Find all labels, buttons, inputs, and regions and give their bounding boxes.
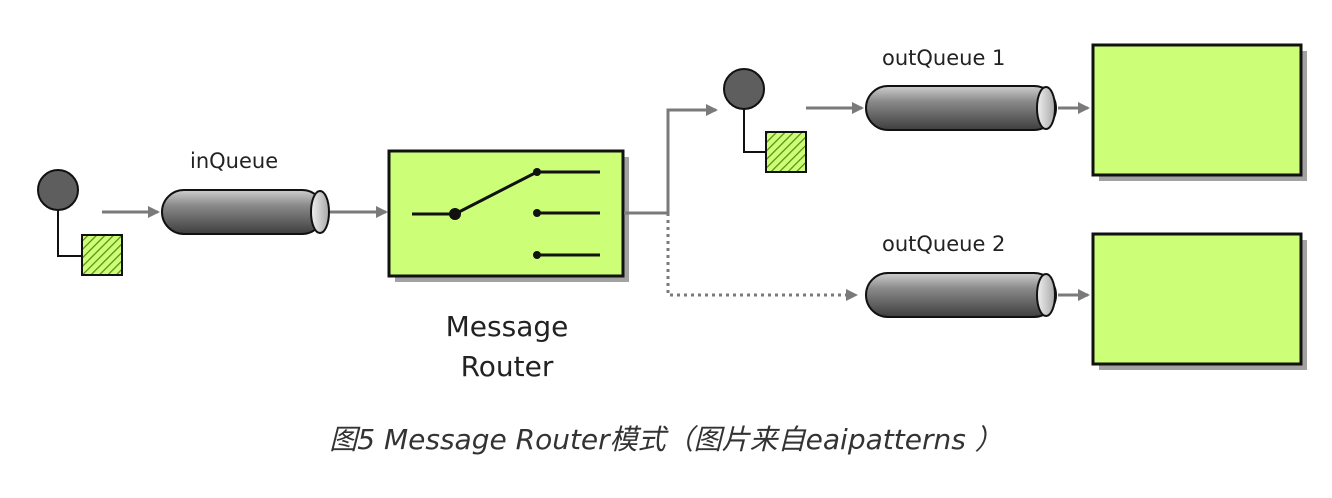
out-queue-1: outQueue 1: [865, 46, 1057, 131]
input-endpoint: [37, 169, 123, 276]
message-square-icon: [81, 234, 123, 276]
message-square-icon: [765, 131, 807, 173]
queue-end-cap: [310, 190, 330, 234]
in-queue: inQueue: [161, 149, 330, 235]
consumer-2: [1091, 232, 1307, 370]
out-queue-1-label: outQueue 1: [882, 46, 1005, 70]
consumer-box: [1091, 232, 1303, 366]
consumer-1: [1091, 43, 1307, 181]
consumer-box: [1091, 43, 1303, 177]
queue-end-cap: [1036, 86, 1056, 130]
output-endpoint: [723, 68, 807, 173]
router-label-line2: Router: [461, 350, 554, 383]
queue-end-cap: [1036, 273, 1056, 317]
switch-icon: [412, 168, 600, 259]
endpoint-connector: [57, 210, 82, 257]
figure-caption: 图5 Message Router模式（图片来自eaipatterns ）: [329, 423, 1003, 456]
route-to-upper-endpoint: [624, 104, 718, 215]
out-queue-2-label: outQueue 2: [882, 232, 1005, 256]
message-router: Message Router: [387, 149, 629, 383]
in-queue-label: inQueue: [190, 149, 278, 173]
message-router-diagram: inQueue Message Router: [37, 43, 1307, 383]
endpoint-connector: [743, 109, 766, 153]
out-queue-2: outQueue 2: [865, 232, 1057, 318]
router-outputs: [624, 104, 858, 301]
router-label-line1: Message: [446, 310, 569, 343]
endpoint-circle-icon: [723, 68, 765, 110]
endpoint-circle-icon: [37, 169, 79, 211]
route-to-outqueue-2-dotted: [666, 213, 858, 301]
